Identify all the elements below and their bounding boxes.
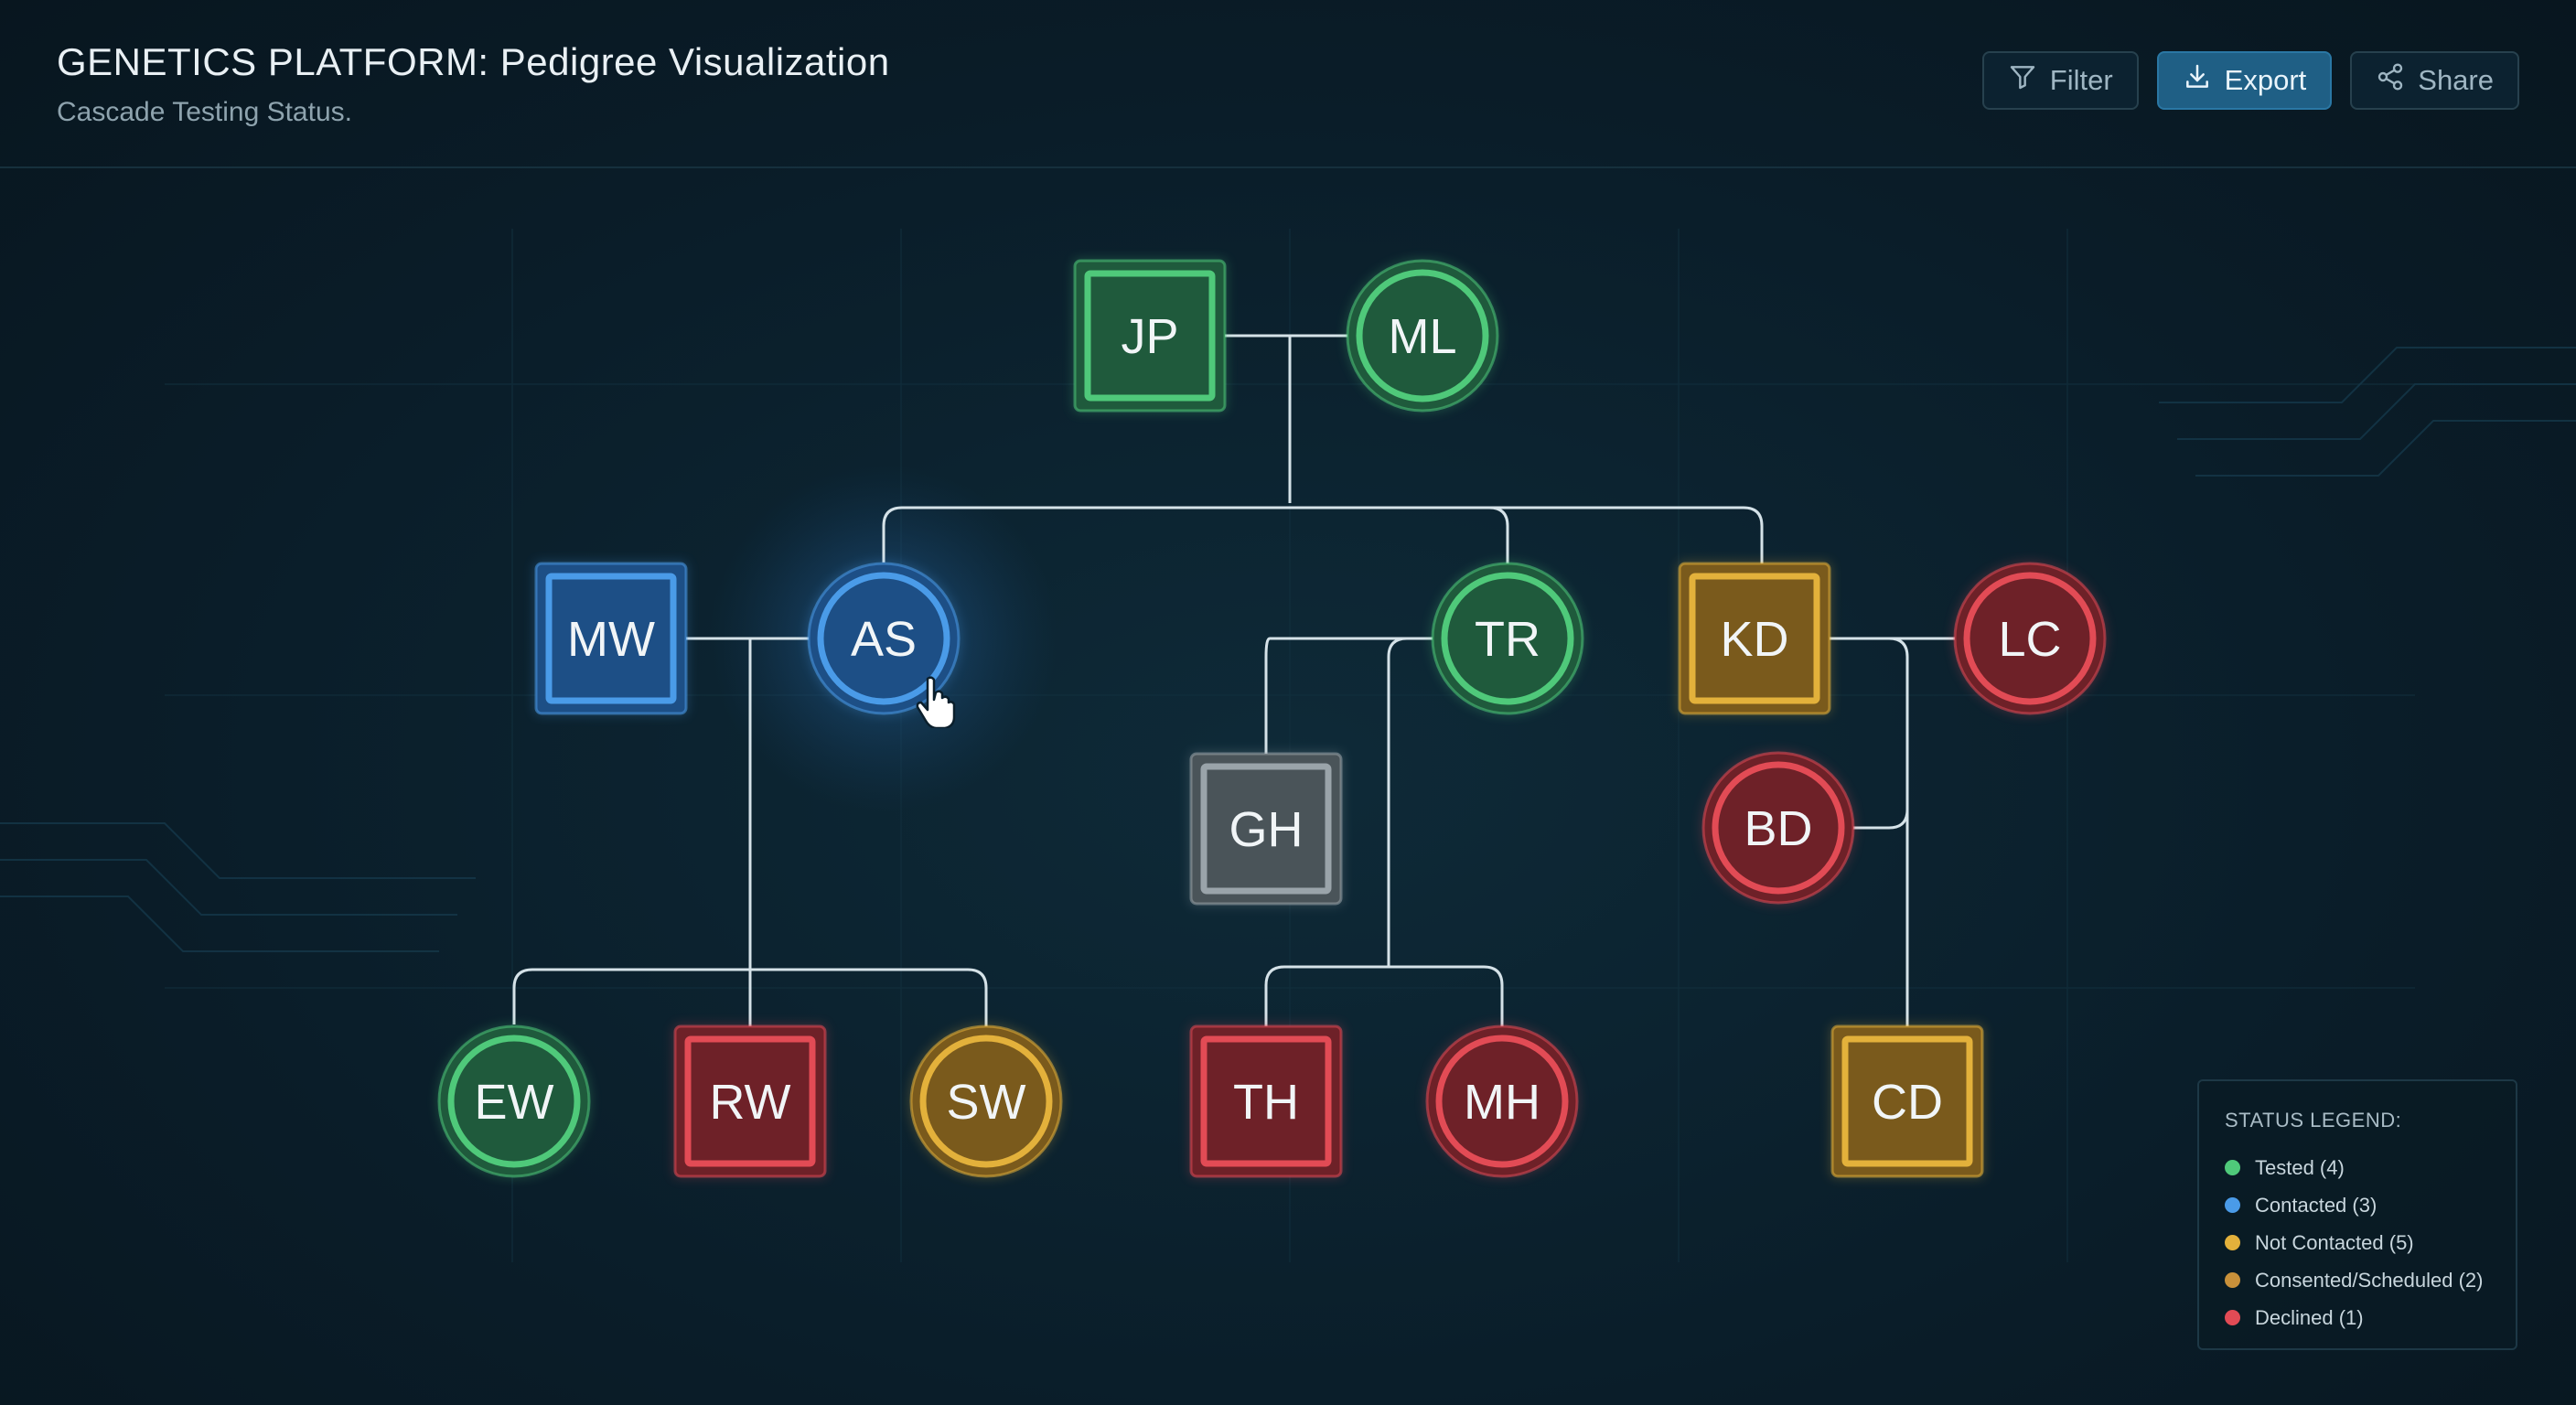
export-button[interactable]: Export <box>2156 51 2333 110</box>
female-circle-inner <box>1356 269 1489 402</box>
female-circle-inner <box>919 1035 1053 1168</box>
member-initials: GH <box>1229 802 1304 857</box>
pedigree-member-ew[interactable]: EW <box>437 1024 591 1178</box>
pedigree-member-as[interactable]: AS <box>807 562 961 715</box>
toolbar: Filter Export Share <box>1981 51 2519 110</box>
member-initials: KD <box>1720 612 1788 667</box>
pedigree-member-bd[interactable]: BD <box>1701 751 1855 905</box>
female-circle-outer <box>807 562 961 715</box>
member-initials: ML <box>1388 309 1456 364</box>
member-initials: CD <box>1872 1075 1943 1130</box>
male-square-inner <box>684 1035 816 1167</box>
member-initials: AS <box>851 612 917 667</box>
legend-dot <box>2225 1160 2240 1175</box>
member-initials: EW <box>475 1075 554 1130</box>
export-label: Export <box>2224 64 2307 96</box>
female-circle-inner <box>1435 1035 1569 1168</box>
filter-label: Filter <box>2049 64 2113 96</box>
legend-label: Contacted (3) <box>2255 1193 2377 1217</box>
female-circle-inner <box>1963 572 2097 705</box>
member-initials: TH <box>1233 1075 1299 1130</box>
pedigree-symbols: JP ML MW AS TR KD LC GH BD EW RW SW TH MH CD <box>437 259 2107 1178</box>
female-circle-inner <box>1441 572 1574 705</box>
pedigree-member-th[interactable]: TH <box>1189 1024 1343 1178</box>
pedigree-member-jp[interactable]: JP <box>1073 259 1227 413</box>
circuit-traces <box>0 347 2576 952</box>
legend-label: Consented/Scheduled (2) <box>2255 1268 2484 1292</box>
female-circle-outer <box>1701 751 1855 905</box>
pedigree-member-mw[interactable]: MW <box>534 562 688 715</box>
female-circle-outer <box>437 1024 591 1178</box>
female-circle-outer <box>909 1024 1063 1178</box>
male-square-outer <box>1073 259 1227 413</box>
female-circle-inner <box>1712 761 1845 895</box>
page-title: GENETICS PLATFORM: Pedigree Visualizatio… <box>57 40 890 83</box>
filter-icon <box>2008 62 2037 99</box>
male-square-outer <box>1830 1024 1984 1178</box>
legend-dot <box>2225 1272 2240 1288</box>
male-square-outer <box>1189 1024 1343 1178</box>
pedigree-member-ml[interactable]: ML <box>1346 259 1499 413</box>
header-bar: GENETICS PLATFORM: Pedigree Visualizatio… <box>0 0 2576 168</box>
member-initials: MH <box>1464 1075 1540 1130</box>
male-square-inner <box>1084 270 1216 402</box>
page-subtitle: Cascade Testing Status. <box>57 97 352 127</box>
pedigree-member-mh[interactable]: MH <box>1425 1024 1579 1178</box>
legend-item-tested: Tested (4) <box>2225 1149 2490 1186</box>
female-circle-outer <box>1346 259 1499 413</box>
male-square-inner <box>1200 1035 1332 1167</box>
legend-title: STATUS LEGEND: <box>2225 1109 2402 1132</box>
share-icon <box>2376 62 2405 99</box>
member-initials: BD <box>1744 801 1812 856</box>
legend-item-consented: Consented/Scheduled (2) <box>2225 1261 2490 1299</box>
share-button[interactable]: Share <box>2350 51 2519 110</box>
member-initials: SW <box>947 1075 1026 1130</box>
male-square-inner <box>1200 763 1332 895</box>
pedigree-member-tr[interactable]: TR <box>1431 562 1584 715</box>
pedigree-member-sw[interactable]: SW <box>909 1024 1063 1178</box>
legend-label: Tested (4) <box>2255 1155 2345 1179</box>
pedigree-member-cd[interactable]: CD <box>1830 1024 1984 1178</box>
member-initials: JP <box>1121 309 1178 364</box>
legend-dot <box>2225 1310 2240 1325</box>
member-initials: RW <box>710 1075 791 1130</box>
male-square-outer <box>1678 562 1831 715</box>
legend-label: Not Contacted (5) <box>2255 1230 2414 1254</box>
filter-button[interactable]: Filter <box>1981 51 2139 110</box>
male-square-inner <box>1841 1035 1973 1167</box>
male-square-inner <box>1689 573 1820 704</box>
legend-dot <box>2225 1235 2240 1250</box>
status-legend: STATUS LEGEND: Tested (4) Contacted (3) … <box>2197 1079 2517 1350</box>
member-initials: LC <box>1998 612 2061 667</box>
female-circle-outer <box>1953 562 2107 715</box>
pedigree-member-rw[interactable]: RW <box>673 1024 827 1178</box>
legend-dot <box>2225 1197 2240 1213</box>
female-circle-outer <box>1425 1024 1579 1178</box>
member-initials: MW <box>567 612 655 667</box>
legend-item-declined: Declined (1) <box>2225 1299 2490 1336</box>
male-square-outer <box>673 1024 827 1178</box>
pedigree-lines <box>512 334 1955 1028</box>
male-square-inner <box>545 573 677 704</box>
member-initials: TR <box>1475 612 1540 667</box>
female-circle-outer <box>1431 562 1584 715</box>
female-circle-inner <box>817 572 950 705</box>
legend-item-not-contacted: Not Contacted (5) <box>2225 1224 2490 1261</box>
male-square-outer <box>1189 752 1343 906</box>
male-square-outer <box>534 562 688 715</box>
pedigree-member-lc[interactable]: LC <box>1953 562 2107 715</box>
pedigree-member-gh[interactable]: GH <box>1189 752 1343 906</box>
pedigree-member-kd[interactable]: KD <box>1678 562 1831 715</box>
legend-item-contacted: Contacted (3) <box>2225 1186 2490 1224</box>
legend-label: Declined (1) <box>2255 1305 2364 1329</box>
female-circle-inner <box>447 1035 581 1168</box>
download-icon <box>2183 62 2212 99</box>
share-label: Share <box>2418 64 2494 96</box>
hand-cursor-icon <box>915 675 961 733</box>
